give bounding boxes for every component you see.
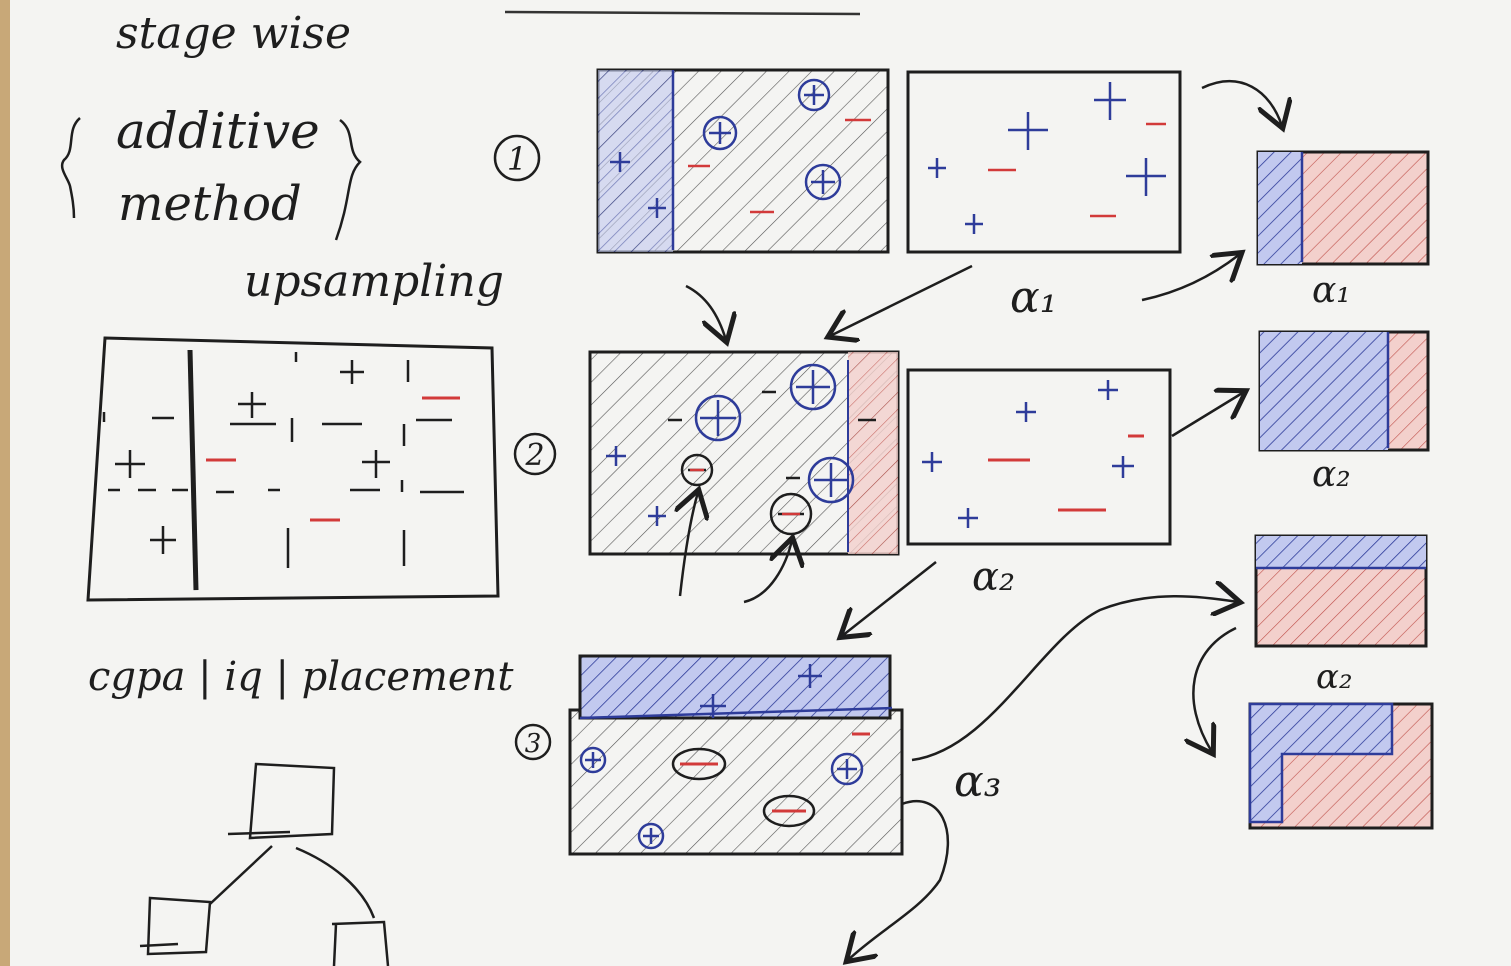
alpha-3-label: α₃ [954,756,1001,807]
alpha-2-result-label: α₂ [1312,454,1351,495]
combined-boundary [1248,702,1434,830]
upsampled-dataset-box [86,336,500,602]
tree-diagram [139,762,390,966]
upsampling-note: upsampling [244,256,504,307]
step-1-marker: 1 [493,134,541,182]
heading-method: method [118,176,302,232]
alpha-3-result-label: α₂ [1316,657,1353,697]
step-1-dataset [596,68,890,254]
top-line [504,10,861,16]
step-2-label: 2 [524,438,544,473]
features-note: cgpa | iq | placement [88,654,514,700]
right-brace [334,119,362,241]
step-2-dataset [588,350,900,604]
model-1-boundary [1256,150,1430,266]
step-1-predictions [906,70,1182,254]
step-3-label: 3 [525,729,542,759]
step-3-dataset [568,654,904,856]
model-3-boundary [1254,534,1428,648]
alpha-1-label: α₁ [1010,272,1057,323]
alpha-2-label: α₂ [972,554,1015,600]
board-left-edge [0,0,10,966]
model-2-boundary [1258,330,1430,452]
alpha-1-result-label: α₁ [1312,270,1351,311]
step-3-marker: 3 [514,723,552,761]
heading-additive: additive [116,102,320,160]
heading-stage-wise: stage wise [116,8,352,59]
step-2-predictions [906,368,1172,546]
step-2-marker: 2 [513,432,557,476]
left-brace [60,117,81,219]
flow-arrows [685,80,1282,960]
step-1-label: 1 [507,140,527,178]
